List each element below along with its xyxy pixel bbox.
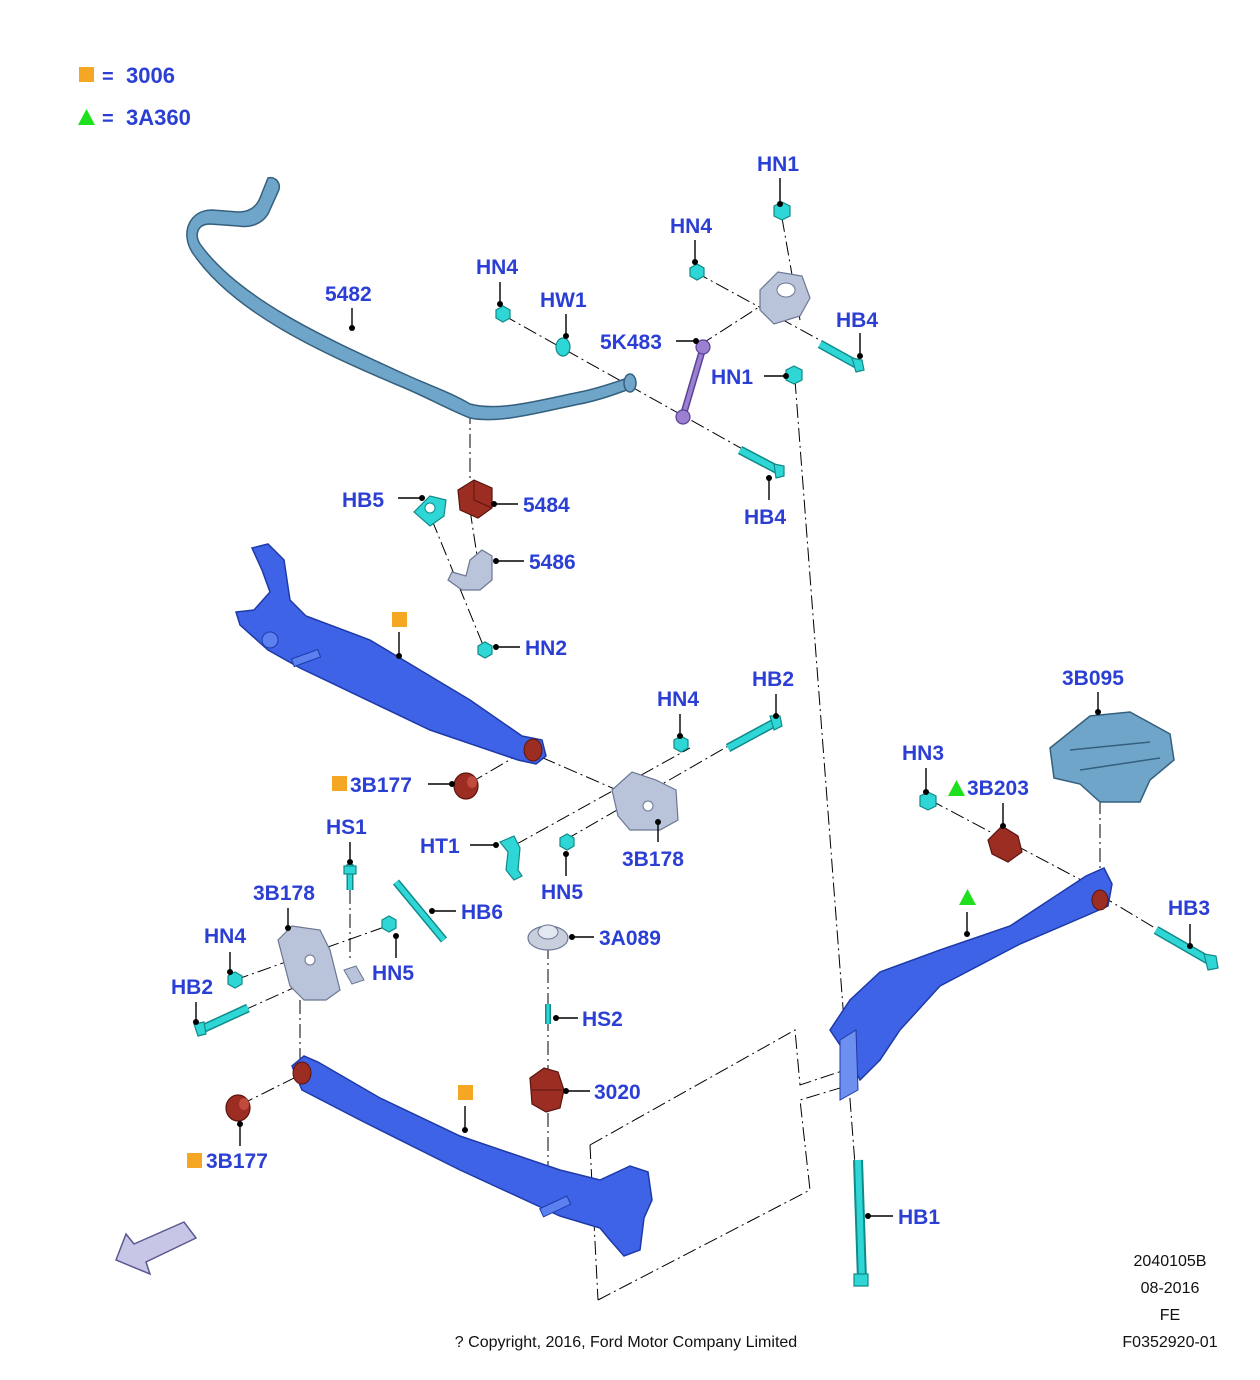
label-3b203: 3B203: [967, 777, 1029, 800]
label-hb1: HB1: [898, 1206, 940, 1229]
label-3b177: 3B177: [206, 1150, 268, 1173]
stabilizer-bracket: [447, 549, 493, 591]
label-5k483: 5K483: [600, 331, 662, 354]
assembly-lines: [199, 217, 1201, 1301]
fasteners: [193, 201, 1219, 1287]
bolt-hb2-left: [193, 1003, 250, 1037]
label-hn4: HN4: [476, 256, 518, 279]
label-hn5: HN5: [372, 962, 414, 985]
bushing-lower: [225, 1094, 251, 1122]
hex-nut-hn2: [477, 641, 493, 659]
bolt-hb3: [1153, 926, 1219, 971]
legend: = 3006 = 3A360: [78, 63, 191, 130]
tab-ht1: [499, 835, 523, 881]
bolt-hb4-lower: [737, 446, 785, 479]
label-ht1: HT1: [420, 835, 460, 858]
label-hs1: HS1: [326, 816, 367, 839]
legend-code-3006: 3006: [126, 63, 175, 88]
hex-nut-hn3: [919, 791, 937, 811]
callout-markers: [187, 612, 976, 1168]
label-hb2: HB2: [752, 668, 794, 691]
trailing-arm-right: [829, 867, 1113, 1101]
knuckle-bracket: [759, 271, 811, 325]
legend-equals: =: [102, 66, 114, 88]
spring-seat: [527, 924, 569, 951]
square-marker-icon: [187, 1153, 202, 1168]
stabilizer-bushing: [457, 479, 493, 519]
label-hn1: HN1: [757, 153, 799, 176]
hex-nut-hn4-left: [227, 971, 243, 989]
washer-hw1: [555, 337, 571, 357]
stabilizer-bar: [186, 176, 637, 421]
hex-nut-hn4-top: [689, 263, 705, 281]
hex-nut-hn1-mid: [785, 365, 803, 385]
bushing-right: [987, 825, 1023, 863]
label-hb2: HB2: [171, 976, 213, 999]
label-hn3: HN3: [902, 742, 944, 765]
bolt-hb2-top: [725, 715, 783, 752]
label-3b095: 3B095: [1062, 667, 1124, 690]
label-5484: 5484: [523, 494, 570, 517]
legend-triangle-icon: [78, 109, 95, 125]
triangle-marker-icon: [948, 780, 965, 796]
label-hn4: HN4: [670, 215, 712, 238]
clip-fastener: [413, 495, 447, 527]
label-hn4: HN4: [204, 925, 246, 948]
crossmember-bracket: [1049, 711, 1175, 803]
hex-nut-hn5-left: [381, 915, 397, 933]
triangle-marker-icon: [959, 889, 976, 905]
bushing-upper: [453, 772, 479, 800]
mount-bracket-left: [277, 925, 365, 1001]
square-marker-icon: [392, 612, 407, 627]
hex-nut-hn4-mid: [495, 305, 511, 323]
lower-control-arm: [291, 1055, 653, 1257]
label-hb4: HB4: [836, 309, 878, 332]
label-hn1: HN1: [711, 366, 753, 389]
label-3020: 3020: [594, 1081, 641, 1104]
label-3b177: 3B177: [350, 774, 412, 797]
label-3a089: 3A089: [599, 927, 661, 950]
label-hb4: HB4: [744, 506, 786, 529]
label-3b178: 3B178: [253, 882, 315, 905]
label-hb6: HB6: [461, 901, 503, 924]
callout-labels: HN1 HN4 HN4 HW1 5482 5K483 HB4 HN1 HB4 H…: [171, 153, 1210, 1229]
label-3b178: 3B178: [622, 848, 684, 871]
label-hn2: HN2: [525, 637, 567, 660]
bolt-hb4-right: [817, 340, 865, 373]
copyright: ? Copyright, 2016, Ford Motor Company Li…: [455, 1334, 797, 1351]
label-hn4: HN4: [657, 688, 699, 711]
drawing-date: 08-2016: [1141, 1280, 1200, 1297]
label-hn5: HN5: [541, 881, 583, 904]
legend-equals: =: [102, 108, 114, 130]
bolt-hb1: [853, 1159, 869, 1287]
figure-id: F0352920-01: [1122, 1334, 1217, 1351]
label-hw1: HW1: [540, 289, 587, 312]
square-marker-icon: [458, 1085, 473, 1100]
label-5486: 5486: [529, 551, 576, 574]
footer: 2040105B 08-2016 FE F0352920-01 ? Copyri…: [455, 1253, 1218, 1351]
direction-arrow-icon: [115, 1221, 198, 1276]
hex-nut-hn5-center: [559, 833, 575, 851]
leader-lines: [193, 178, 1193, 1219]
label-5482: 5482: [325, 283, 372, 306]
upper-control-arm: [235, 543, 547, 765]
legend-square-icon: [79, 67, 94, 82]
jounce-bumper: [529, 1067, 565, 1113]
mount-bracket-center: [611, 771, 679, 831]
label-hb3: HB3: [1168, 897, 1210, 920]
market-code: FE: [1160, 1307, 1180, 1324]
link-bolt: [392, 879, 448, 943]
stud-hs1: [343, 864, 357, 890]
label-hb5: HB5: [342, 489, 384, 512]
square-marker-icon: [332, 776, 347, 791]
drawing-number: 2040105B: [1134, 1253, 1207, 1270]
legend-code-3a360: 3A360: [126, 105, 191, 130]
label-hs2: HS2: [582, 1008, 623, 1031]
stabilizer-link: [675, 339, 711, 425]
